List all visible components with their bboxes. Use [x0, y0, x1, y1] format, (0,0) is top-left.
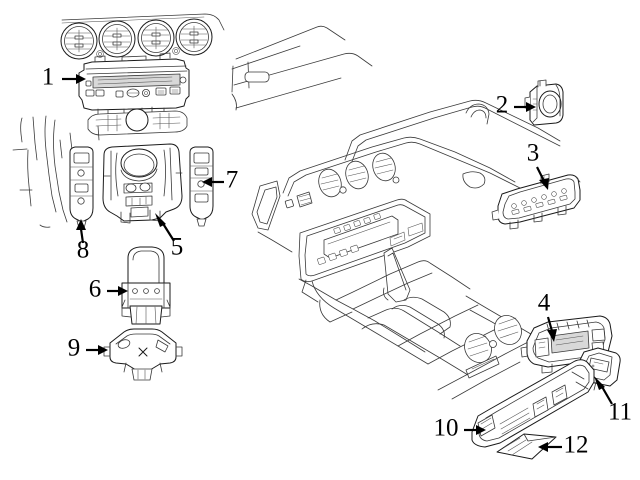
callout-label-10: 10 [434, 415, 459, 442]
center-dashboard-perspective [231, 25, 561, 400]
left-steering-wheel-switch [69, 146, 94, 229]
right-steering-wheel-switch [189, 146, 214, 227]
center-stack-vents [284, 152, 400, 209]
air-vent-3 [137, 19, 175, 57]
callout-label-11: 11 [608, 399, 632, 426]
callout-label-5: 5 [171, 234, 184, 261]
steering-column-shroud-switch [102, 143, 183, 224]
callout-label-9: 9 [68, 335, 81, 362]
console-trim-switch-bezel [103, 328, 183, 381]
air-vent-4 [175, 18, 213, 56]
callout-label-4: 4 [538, 290, 551, 317]
callout-label-6: 6 [89, 276, 102, 303]
center-switch-bank [491, 173, 581, 230]
gear-selector-module [121, 246, 171, 325]
callout-label-3: 3 [527, 140, 540, 167]
switch-label-plate [496, 433, 557, 460]
climate-control-panel [78, 52, 190, 118]
rear-console-vents [464, 315, 522, 379]
callout-label-1: 1 [42, 64, 55, 91]
air-vent-2 [98, 20, 136, 58]
top-left-dashboard-group [12, 13, 225, 228]
ignition-switch-module [524, 79, 564, 126]
callout-label-12: 12 [564, 432, 589, 459]
callout-label-2: 2 [496, 92, 509, 119]
lower-center-vent [87, 108, 188, 136]
callout-label-8: 8 [77, 237, 90, 264]
callout-label-7: 7 [226, 167, 239, 194]
seat-heater-switch-panel [471, 359, 595, 448]
center-console-controls [298, 198, 431, 283]
callout-leaders [62, 74, 613, 452]
air-vent-1 [60, 22, 98, 60]
